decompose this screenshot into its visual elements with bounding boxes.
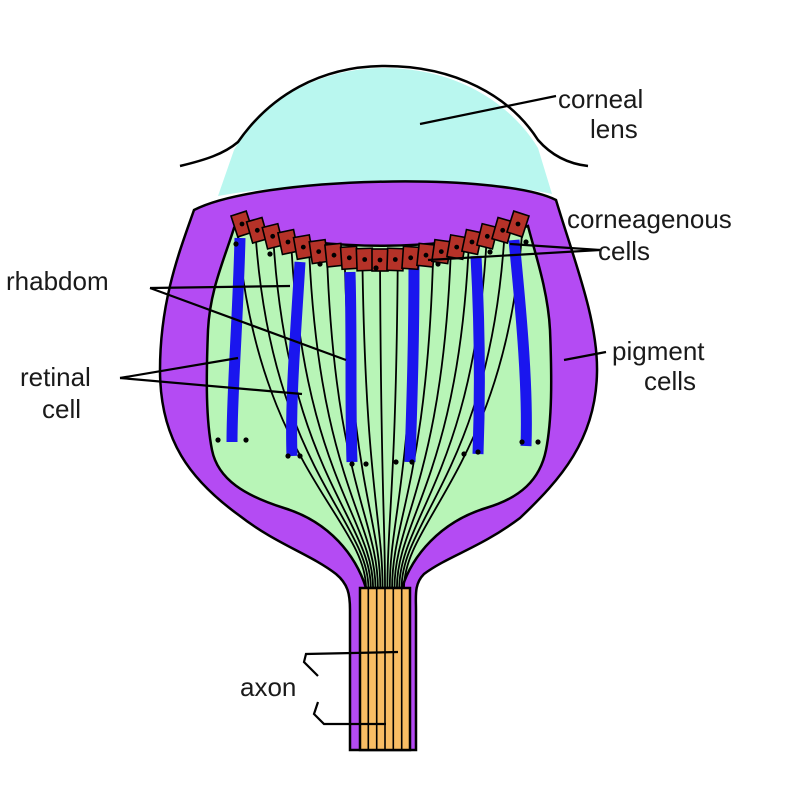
nucleus (362, 257, 368, 262)
rhabdom-rod (226, 237, 246, 443)
retinal-fiber (386, 253, 399, 589)
retinal-fiber (391, 250, 435, 589)
nucleus (487, 249, 493, 255)
nucleus (349, 461, 355, 467)
retinal-fiber (379, 253, 386, 589)
nucleus (377, 257, 383, 263)
nucleus (233, 241, 239, 247)
nucleus (373, 265, 379, 271)
nucleus (393, 459, 399, 465)
retinal-fiber (400, 237, 506, 589)
nucleus (535, 439, 541, 445)
leader-retinal-1 (119, 356, 239, 380)
nucleus (423, 252, 429, 258)
leader-rhabdom-1 (149, 284, 291, 290)
rhabdom-rod (344, 271, 358, 463)
nuclei-group (215, 221, 541, 467)
label-corneagenous: corneagenous (567, 204, 732, 234)
retinal-fiber (308, 248, 377, 589)
nucleus (500, 227, 506, 233)
label-corneagenous-cells: cells (598, 236, 650, 266)
leader-corneal-lens (419, 94, 557, 126)
label-pigment-cells: cells (644, 366, 696, 396)
nucleus (475, 449, 481, 455)
label-axon: axon (240, 672, 296, 702)
leader-corneagenous-1 (427, 248, 601, 262)
nucleus (346, 255, 352, 261)
leader-axon-2 (312, 701, 386, 726)
nucleus (408, 255, 414, 261)
nucleus (519, 439, 525, 445)
leader-pigment (563, 350, 607, 362)
leader-lines (119, 94, 607, 726)
cuticle-outline (179, 64, 589, 168)
retinal-cell-fibers (237, 233, 523, 589)
nucleus (254, 227, 260, 233)
label-corneal: corneal (558, 84, 643, 114)
rhabdom-rod (508, 239, 532, 447)
nucleus (454, 244, 460, 250)
nucleus (285, 239, 291, 245)
nucleus (215, 437, 221, 443)
label-retinal: retinal (20, 362, 91, 392)
retinal-fiber (272, 241, 372, 589)
rhabdom-rod (404, 265, 420, 463)
leader-rhabdom-2 (149, 286, 347, 362)
nucleus (316, 249, 322, 255)
retinal-fiber (403, 233, 523, 589)
retinal-fiber (393, 248, 452, 589)
retinal-fiber (325, 250, 379, 589)
nucleus (270, 233, 276, 239)
nucleus (267, 251, 273, 257)
nucleus (438, 249, 444, 255)
leader-axon-1 (302, 650, 399, 677)
leader-retinal-2 (119, 376, 303, 396)
nucleus (300, 244, 306, 250)
retinal-fiber (254, 237, 370, 589)
nucleus (331, 252, 337, 258)
nucleus (392, 257, 398, 262)
rhabdom-rod (286, 261, 306, 457)
rhabdom-group (226, 237, 532, 463)
label-lens: lens (590, 114, 638, 144)
nucleus (515, 221, 521, 227)
nucleus (409, 459, 415, 465)
label-rhabdom: rhabdom (6, 266, 109, 296)
nucleus (239, 221, 245, 227)
leader-corneagenous-2 (509, 242, 601, 252)
nucleus (297, 453, 303, 459)
nucleus (484, 233, 490, 239)
nucleus (435, 261, 441, 267)
nucleus (363, 461, 369, 467)
retinal-fiber (361, 253, 384, 589)
retinal-fiber (237, 233, 367, 589)
nucleus (243, 437, 249, 443)
nucleus (461, 451, 467, 457)
nucleus (317, 261, 323, 267)
nucleus (523, 239, 529, 245)
label-pigment: pigment (612, 336, 705, 366)
rhabdom-rod (470, 255, 485, 455)
nucleus (469, 239, 475, 245)
nucleus (285, 453, 291, 459)
retinal-fiber (396, 245, 470, 589)
corneal-lens (218, 68, 552, 196)
label-retinal-cell: cell (42, 394, 81, 424)
